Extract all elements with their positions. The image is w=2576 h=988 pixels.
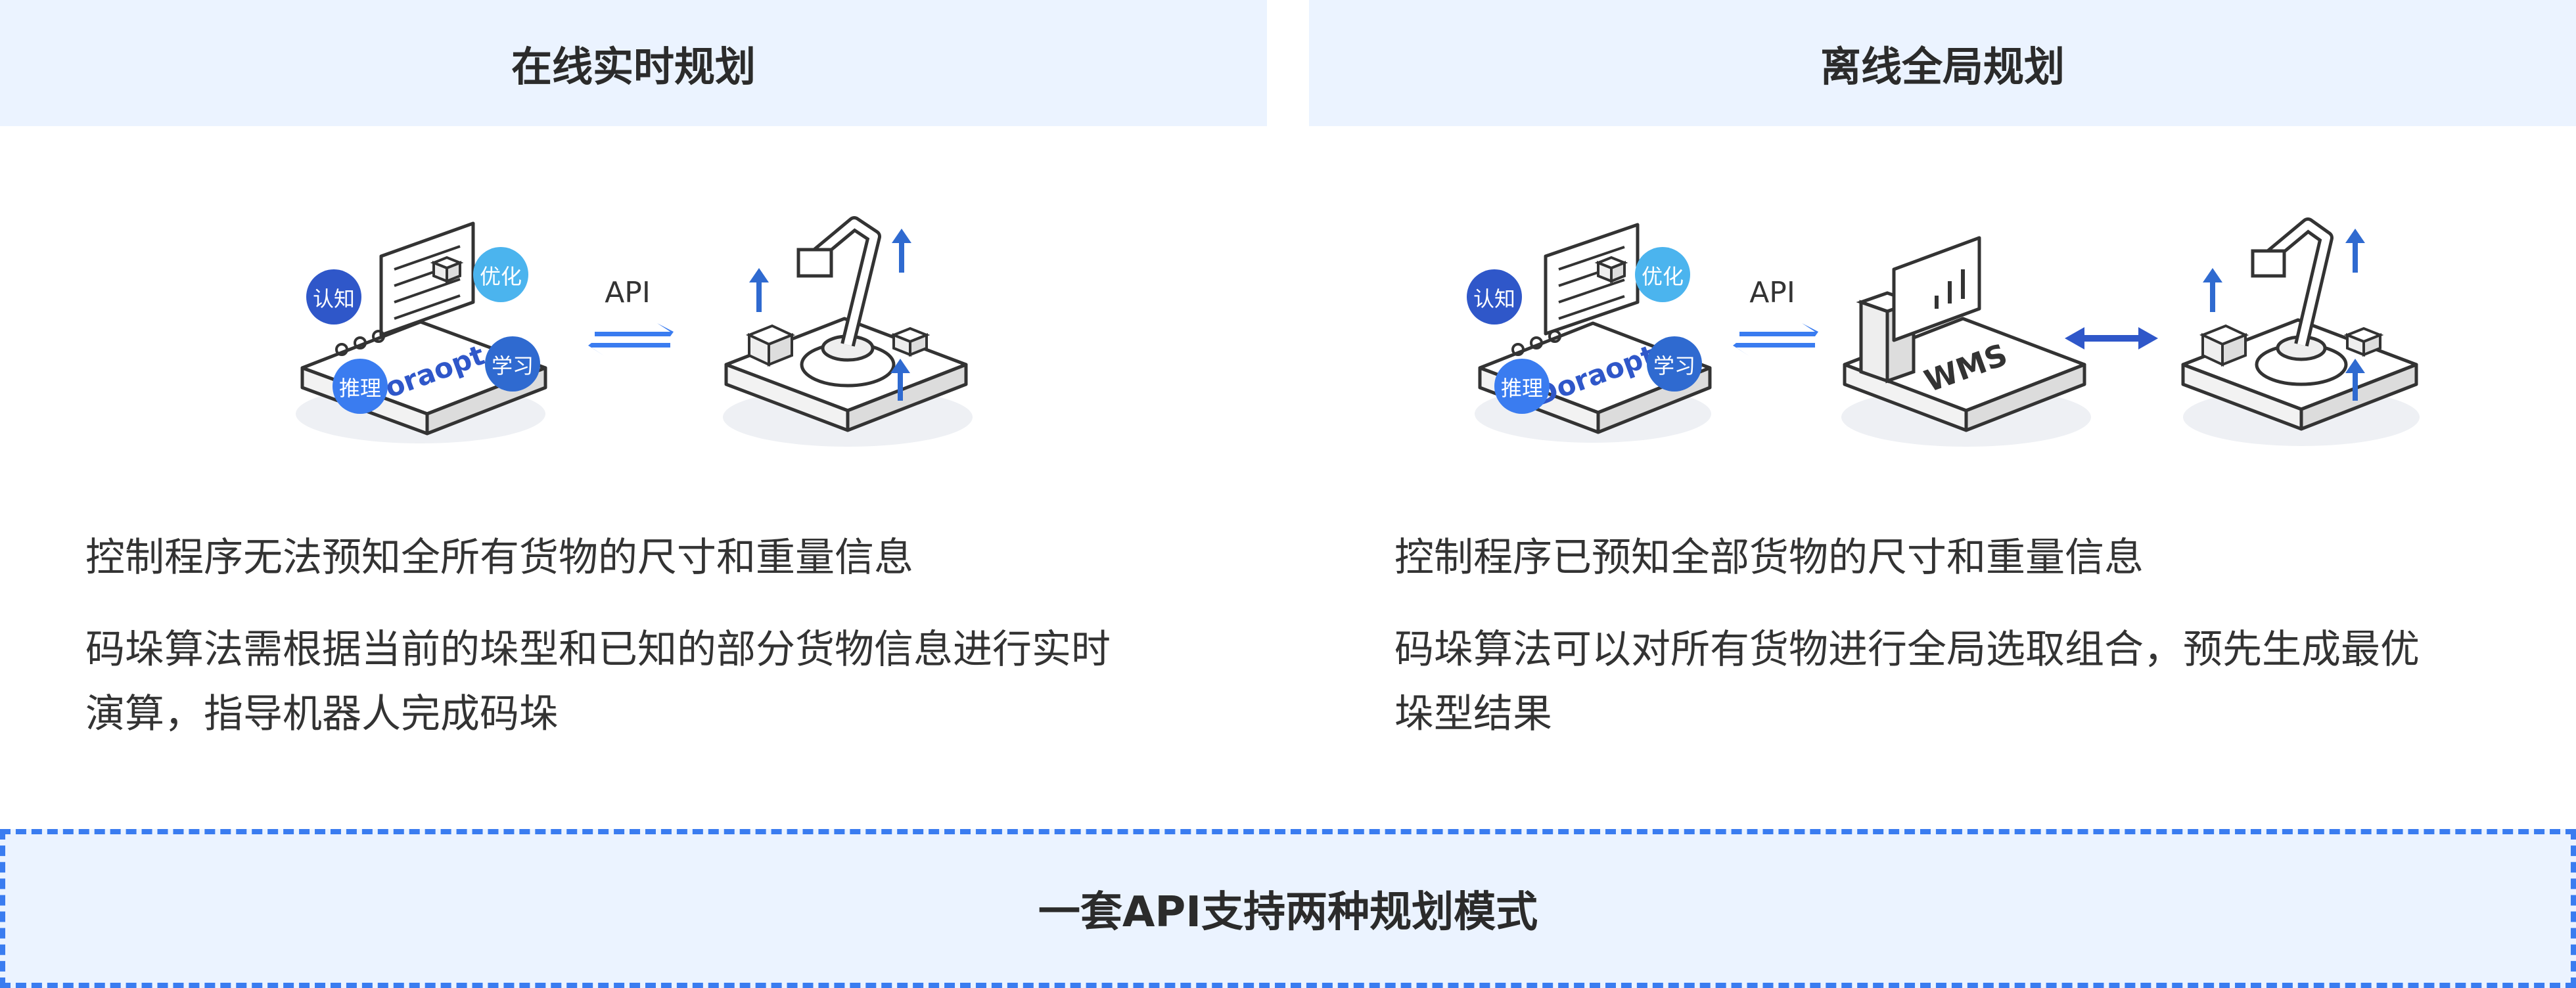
svg-text:优化: 优化 xyxy=(480,264,522,289)
monitor-chart-icon xyxy=(1892,236,1981,342)
svg-text:优化: 优化 xyxy=(1642,264,1684,289)
monitor-icon xyxy=(379,221,475,337)
svg-text:推理: 推理 xyxy=(1501,376,1543,401)
badge-cognition: 认知 xyxy=(1467,269,1522,325)
offline-planning-column: 离线全局规划 Doraopt 认知 xyxy=(1309,0,2576,801)
robot-arm-platform xyxy=(2181,217,2420,446)
bidirectional-arrow-icon xyxy=(1733,323,1818,356)
doraopt-platform: Doraopt xyxy=(296,221,547,443)
offline-planning-illustration: Doraopt 认知 优化 推理 学习 API xyxy=(1467,217,2420,447)
online-planning-description: 控制程序无法预知全所有货物的尺寸和重量信息 码垛算法需根据当前的垛型和已知的部分… xyxy=(85,526,1255,774)
svg-text:学习: 学习 xyxy=(492,353,534,378)
offline-desc-1: 控制程序已预知全部货物的尺寸和重量信息 xyxy=(1394,535,2144,581)
robot-arm-platform xyxy=(723,216,973,447)
online-desc-1: 控制程序无法预知全所有货物的尺寸和重量信息 xyxy=(85,535,913,581)
offline-planning-title: 离线全局规划 xyxy=(1309,0,2576,126)
svg-text:认知: 认知 xyxy=(1473,286,1515,311)
up-arrow-icon xyxy=(749,229,911,401)
bidirectional-arrow-icon xyxy=(588,323,674,356)
svg-text:推理: 推理 xyxy=(339,376,381,401)
online-desc-2: 码垛算法需根据当前的垛型和已知的部分货物信息进行实时演算，指导机器人完成码垛 xyxy=(85,627,1111,737)
cubes-icon xyxy=(430,256,464,283)
online-planning-column: 在线实时规划 Doraopt xyxy=(0,0,1267,801)
footer-banner: 一套API支持两种规划模式 xyxy=(0,829,2576,988)
monitor-icon xyxy=(1544,223,1640,336)
svg-text:学习: 学习 xyxy=(1653,353,1695,378)
badge-learning: 学习 xyxy=(485,336,540,392)
cubes-icon xyxy=(1594,256,1628,283)
badge-optimize: 优化 xyxy=(473,247,528,302)
double-arrow-icon xyxy=(2065,327,2158,349)
offline-desc-2: 码垛算法可以对所有货物进行全局选取组合，预先生成最优垛型结果 xyxy=(1394,627,2420,737)
online-planning-illustration: Doraopt 认知 优化 推理 学习 API xyxy=(296,216,973,447)
badge-reasoning: 推理 xyxy=(1494,359,1550,414)
offline-planning-description: 控制程序已预知全部货物的尺寸和重量信息 码垛算法可以对所有货物进行全局选取组合，… xyxy=(1394,526,2564,774)
badge-learning: 学习 xyxy=(1647,336,1702,392)
wms-platform: WMS xyxy=(1841,236,2091,447)
badge-optimize: 优化 xyxy=(1635,247,1690,302)
up-arrow-icon xyxy=(2203,229,2365,401)
badge-reasoning: 推理 xyxy=(333,359,388,414)
badge-cognition: 认知 xyxy=(306,269,361,325)
svg-text:认知: 认知 xyxy=(313,286,355,311)
footer-text: 一套API支持两种规划模式 xyxy=(1038,888,1538,937)
api-label: API xyxy=(605,276,651,309)
api-label: API xyxy=(1749,276,1795,309)
online-planning-title: 在线实时规划 xyxy=(0,0,1267,126)
